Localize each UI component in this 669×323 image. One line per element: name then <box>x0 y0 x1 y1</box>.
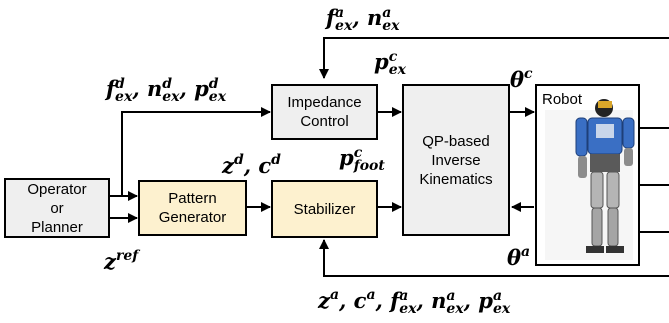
label-z-ref: zref <box>104 248 139 274</box>
label-theta-a: θa <box>507 244 531 270</box>
impedance-label-line1: Impedance <box>287 94 362 111</box>
label-zd-cd: zd, cd <box>222 152 281 178</box>
feedback-top <box>319 37 669 79</box>
impedance-label-line2: Control <box>300 113 349 130</box>
feedback-bottom <box>319 239 669 277</box>
qp-ik-block: QP-based Inverse Kinematics <box>402 84 510 236</box>
arrow-operator-to-impedance <box>121 107 271 196</box>
label-theta-c: θc <box>510 66 533 92</box>
pattern-label-line1: Pattern <box>168 190 217 207</box>
pattern-generator-block: Pattern Generator <box>138 180 247 236</box>
robot-block <box>535 84 640 266</box>
stabilizer-label: Stabilizer <box>293 200 356 218</box>
operator-planner-block: Operator or Planner <box>4 178 110 238</box>
robot-label: Robot <box>542 91 583 108</box>
operator-label-line2: or <box>50 199 64 217</box>
operator-label-line1: Operator <box>27 180 87 198</box>
pattern-label-line2: Generator <box>158 209 227 226</box>
qp-label-line2: Inverse <box>431 151 481 169</box>
impedance-control-block: Impedance Control <box>271 84 378 140</box>
robot-image <box>545 99 635 260</box>
operator-label-line3: Planner <box>31 218 83 236</box>
qp-label-line1: QP-based <box>422 132 490 150</box>
qp-label-line3: Kinematics <box>419 170 493 188</box>
stabilizer-block: Stabilizer <box>271 180 378 238</box>
